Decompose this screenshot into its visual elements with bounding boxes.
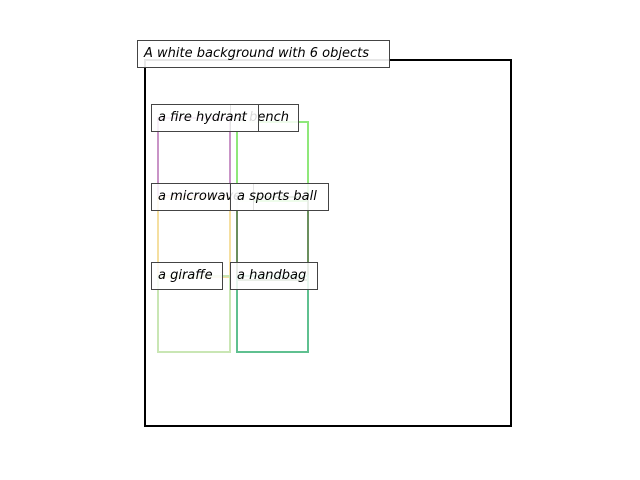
diagram-title: A white background with 6 objects	[137, 40, 390, 68]
fire-hydrant-label: a fire hydrant	[151, 104, 259, 132]
handbag-label: a handbag	[230, 262, 318, 290]
giraffe-label: a giraffe	[151, 262, 223, 290]
sports-ball-label: a sports ball	[230, 183, 329, 211]
